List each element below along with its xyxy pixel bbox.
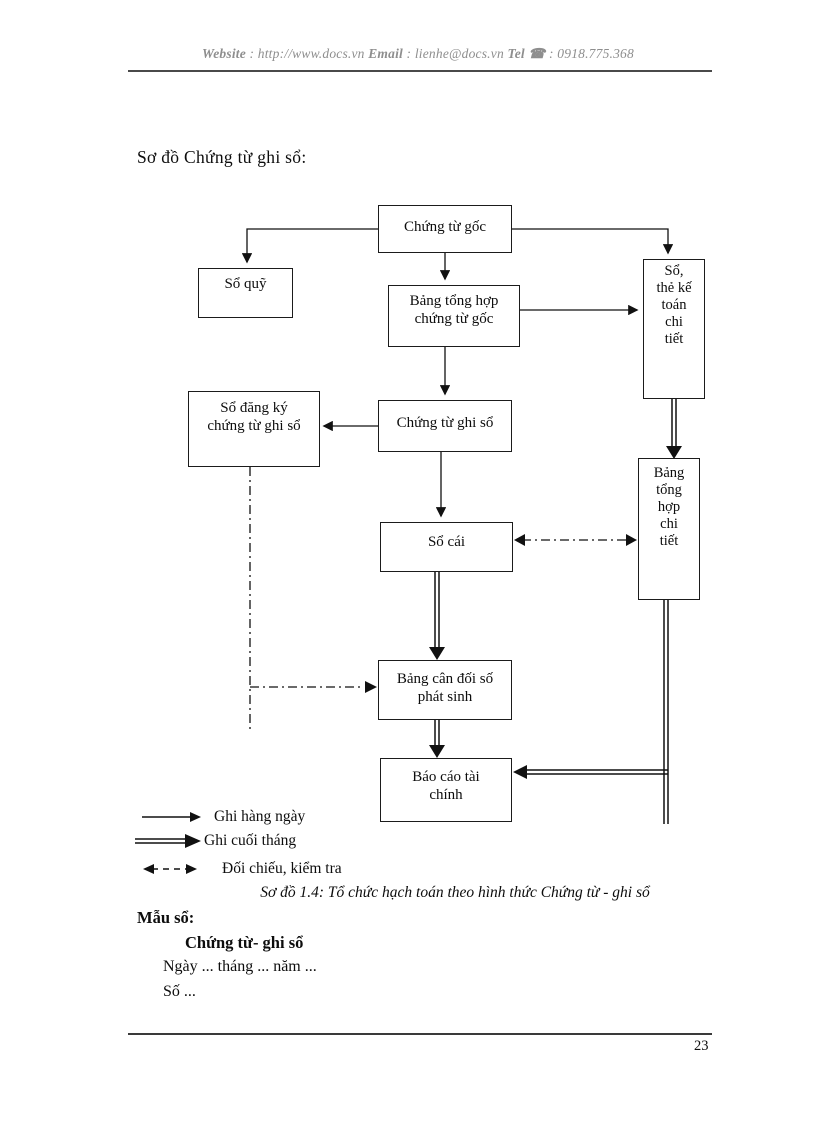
page-number: 23 xyxy=(694,1038,709,1054)
legend-label-monthend: Ghi cuối tháng xyxy=(204,832,297,849)
header-email-label: Email xyxy=(368,46,403,61)
form-sample-date-line: Ngày ... tháng ... năm ... xyxy=(163,958,317,975)
header-tel-value: : 0918.775.368 xyxy=(545,46,634,61)
arrow-socai-to-bangcandoi xyxy=(429,572,445,660)
form-sample-heading: Mẫu sổ: xyxy=(137,908,195,927)
flow-box-so-dang-ky-chung-tu-ghi-so: Sổ đăng ký chứng từ ghi sổ xyxy=(188,391,320,467)
legend-label-daily: Ghi hàng ngày xyxy=(214,808,306,825)
legend-item-monthend: Ghi cuối tháng xyxy=(133,832,296,850)
legend-item-daily: Ghi hàng ngày xyxy=(140,808,305,826)
page-title: Sơ đồ Chứng từ ghi sổ: xyxy=(137,147,307,167)
flow-box-so-cai: Sổ cái xyxy=(380,522,513,572)
header-email-value: : lienhe@docs.vn xyxy=(402,46,508,61)
arrow-sodangky-bangcandoi-check xyxy=(250,467,377,732)
flow-box-bang-tong-hop-chi-tiet: Bảng tổng hợp chi tiết xyxy=(638,458,700,600)
flow-box-so-the-ke-toan-chi-tiet: Sổ, thẻ kế toán chi tiết xyxy=(643,259,705,399)
double-arrows xyxy=(429,399,682,824)
header-rule xyxy=(128,70,712,72)
double-arrow-icon xyxy=(135,834,201,848)
flow-box-chung-tu-goc: Chứng từ gốc xyxy=(378,205,512,253)
footer-rule xyxy=(128,1033,712,1035)
arrow-chungtugoc-to-soquy xyxy=(241,229,378,264)
arrow-socai-bangtonghopchitiet-check xyxy=(514,534,637,546)
legend-item-check: Đối chiếu, kiểm tra xyxy=(140,860,342,878)
header-tel-label: Tel xyxy=(507,46,525,61)
arrow-bangcandoi-to-baocao xyxy=(429,720,445,758)
flow-box-bang-tong-hop-chung-tu-goc: Bảng tổng hợp chứng từ gốc xyxy=(388,285,520,347)
arrow-chungtugoc-to-sothe xyxy=(512,229,674,255)
flow-box-bang-can-doi-so-phat-sinh: Bảng cân đối số phát sinh xyxy=(378,660,512,720)
form-sample-number-line: Số ... xyxy=(163,983,196,1000)
solid-arrow-icon xyxy=(142,812,201,822)
dashed-arrow-icon xyxy=(143,864,197,874)
dashdot-arrows xyxy=(250,467,637,732)
flow-box-chung-tu-ghi-so: Chứng từ ghi sổ xyxy=(378,400,512,452)
page-header: Website : http://www.docs.vn Email : lie… xyxy=(118,46,718,62)
phone-icon: ☎ xyxy=(528,46,546,61)
flow-box-bao-cao-tai-chinh: Báo cáo tài chính xyxy=(380,758,512,822)
header-website-label: Website xyxy=(202,46,246,61)
header-website-url: : http://www.docs.vn xyxy=(245,46,369,61)
legend-label-check: Đối chiếu, kiểm tra xyxy=(222,860,342,877)
flow-box-so-quy: Sổ quỹ xyxy=(198,268,293,318)
form-sample-title: Chứng từ- ghi sổ xyxy=(185,933,304,952)
diagram-caption: Sơ đồ 1.4: Tổ chức hạch toán theo hình t… xyxy=(260,884,650,901)
arrow-sothe-to-bangtonghopchitiet xyxy=(666,399,682,459)
solid-arrows xyxy=(241,229,674,518)
arrow-bangtonghopchitiet-to-baocao xyxy=(513,600,668,824)
